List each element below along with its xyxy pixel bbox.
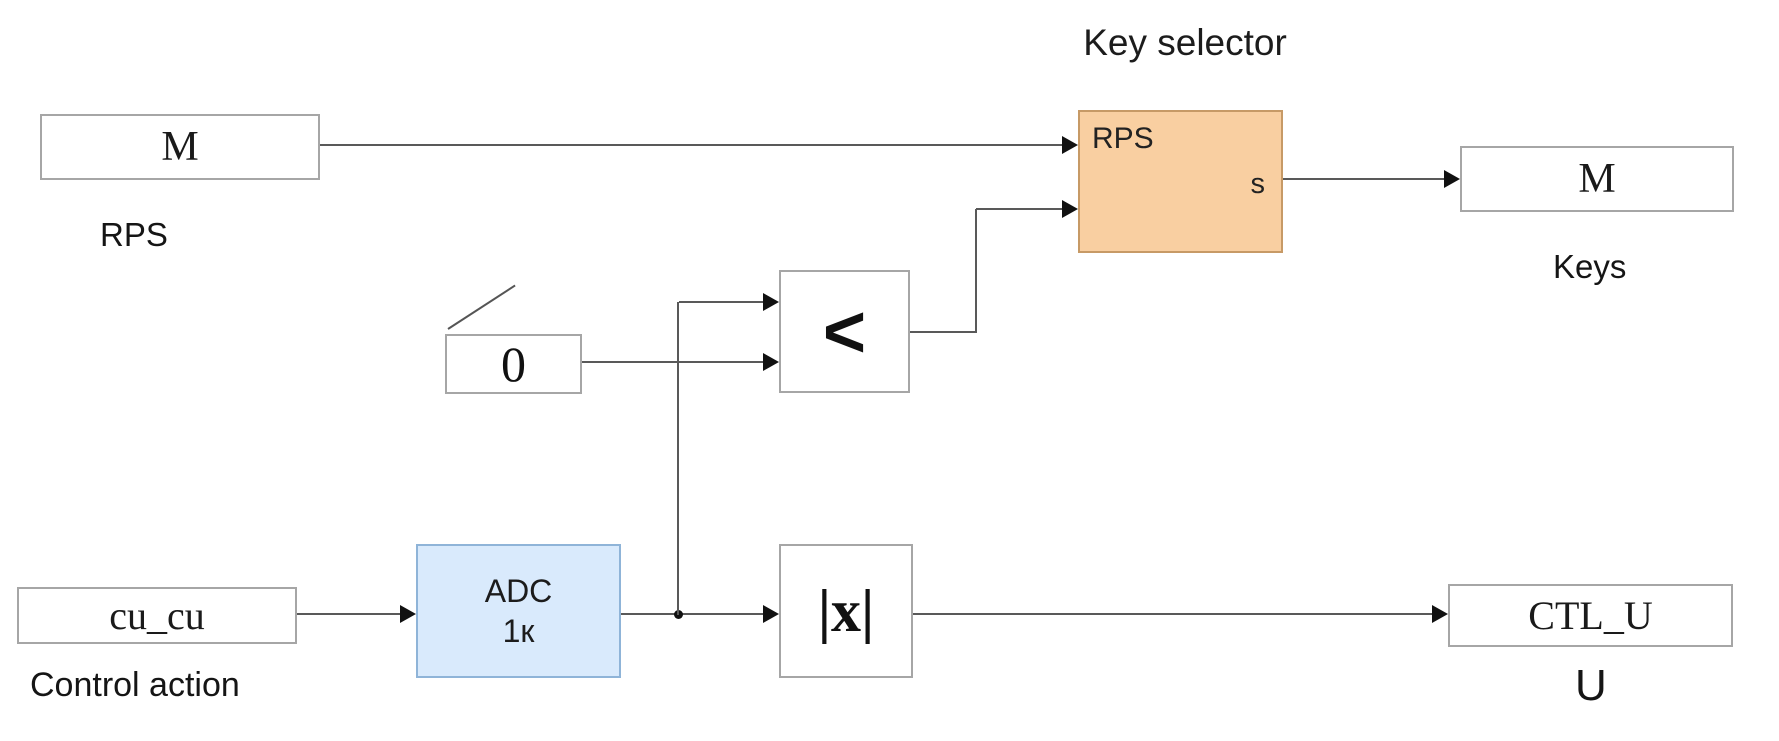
key-selector-input-label: RPS xyxy=(1092,122,1154,155)
wire-adc-branch-vertical xyxy=(677,302,679,615)
wire-lessthan-to-keyselector xyxy=(976,208,1062,210)
arrowhead-icon xyxy=(1062,200,1078,218)
adc-label-bottom: 1к xyxy=(502,613,535,649)
block-key-selector[interactable]: RPS s xyxy=(1078,110,1283,253)
control-port-label: cu_cu xyxy=(109,592,205,638)
less-than-label: < xyxy=(822,289,867,373)
block-less-than[interactable]: < xyxy=(779,270,910,393)
abs-label: |x| xyxy=(817,578,875,644)
ctl-port-caption: U xyxy=(1575,661,1607,710)
block-control-port[interactable]: cu_cu xyxy=(17,587,297,644)
arrowhead-icon xyxy=(1432,605,1448,623)
arrowhead-icon xyxy=(763,605,779,623)
rps-port-label: M xyxy=(161,124,199,170)
arrowhead-icon xyxy=(1062,136,1078,154)
wire-abs-to-ctlu xyxy=(913,613,1432,615)
key-selector-title: Key selector xyxy=(1083,22,1287,63)
key-selector-output-label: s xyxy=(1250,168,1266,200)
zero-constant-slash-icon xyxy=(447,284,516,330)
wire-keyselector-to-keys xyxy=(1283,178,1444,180)
arrowhead-icon xyxy=(400,605,416,623)
arrowhead-icon xyxy=(763,353,779,371)
wire-m-to-keyselector xyxy=(320,144,1062,146)
adc-label-top: ADC xyxy=(484,573,553,609)
keys-port-label: M xyxy=(1578,156,1616,202)
wire-cucu-to-adc xyxy=(297,613,400,615)
block-abs[interactable]: |x| xyxy=(779,544,913,678)
control-port-caption: Control action xyxy=(30,666,240,704)
block-adc[interactable]: ADC 1к xyxy=(416,544,621,678)
ctl-port-label: CTL_U xyxy=(1528,592,1653,638)
arrowhead-icon xyxy=(1444,170,1460,188)
block-rps-port[interactable]: M xyxy=(40,114,320,180)
arrowhead-icon xyxy=(763,293,779,311)
wire-adc-to-abs xyxy=(621,613,763,615)
block-keys-port[interactable]: M xyxy=(1460,146,1734,212)
wire-zero-to-lessthan xyxy=(582,361,763,363)
zero-constant-label: 0 xyxy=(501,336,526,392)
wire-lessthan-out-vertical xyxy=(975,209,977,333)
rps-port-caption: RPS xyxy=(100,216,168,253)
block-ctl-port[interactable]: CTL_U xyxy=(1448,584,1733,647)
wire-lessthan-out-horizontal xyxy=(910,331,977,333)
keys-port-caption: Keys xyxy=(1553,248,1627,285)
block-zero-constant[interactable]: 0 xyxy=(445,334,582,394)
wire-branch-to-lessthan xyxy=(679,301,763,303)
